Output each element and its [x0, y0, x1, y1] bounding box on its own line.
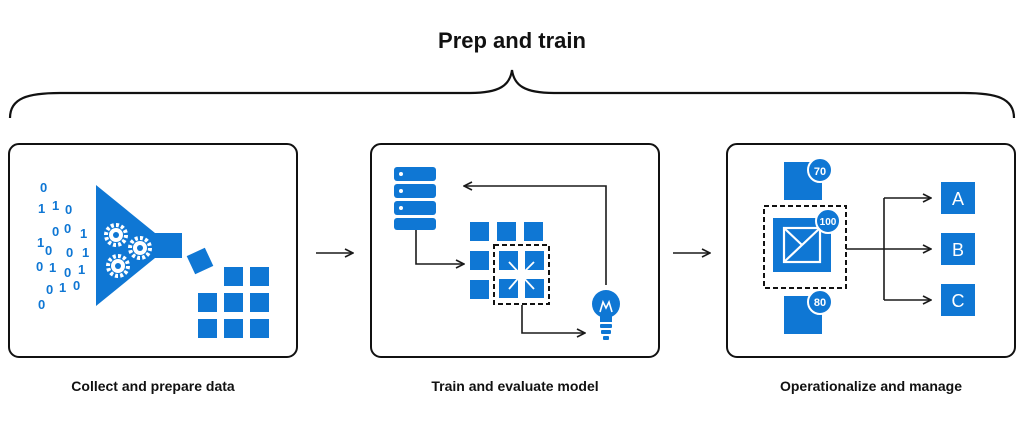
binary-digit: 1: [78, 262, 85, 277]
database-icon: [394, 167, 436, 230]
binary-digit: 1: [38, 201, 45, 216]
binary-digit: 1: [82, 245, 89, 260]
stage-label-collect: Collect and prepare data: [71, 378, 235, 394]
binary-digit: 0: [52, 224, 59, 239]
stage-box-collect: [8, 143, 298, 358]
stage-box-operationalize: [726, 143, 1016, 358]
model-version-bottom: 80: [784, 289, 833, 334]
binary-digit: 0: [65, 202, 72, 217]
output-label-b: B: [952, 240, 964, 260]
model-icon: [499, 251, 544, 298]
model-score-100: 100: [820, 217, 837, 228]
lightbulb-icon: [592, 290, 620, 340]
binary-digit: 0: [36, 259, 43, 274]
gear-icon: [104, 223, 152, 278]
binary-digit: 0: [38, 297, 45, 312]
page-title: Prep and train: [438, 28, 586, 53]
deployed-model-frame: [763, 205, 847, 289]
stage-box-train: [370, 143, 660, 358]
binary-digit: 1: [80, 226, 87, 241]
model-version-top: 70: [784, 157, 833, 200]
binary-digit: 1: [52, 198, 59, 213]
stage-label-train: Train and evaluate model: [431, 378, 599, 394]
binary-digit: 1: [59, 280, 66, 295]
binary-digit: 0: [64, 265, 71, 280]
data-tile-falling: [186, 247, 214, 275]
model-icon: 100: [773, 208, 841, 272]
model-score-70: 70: [814, 166, 826, 178]
model-selection-frame: [493, 244, 550, 305]
curly-brace: [8, 69, 1016, 119]
connector-feedback: [465, 186, 607, 285]
connector-grid-to-bulb: [521, 305, 584, 333]
binary-digit: 0: [66, 245, 73, 260]
binary-digit: 1: [49, 260, 56, 275]
output-box-b: [941, 233, 975, 265]
binary-digit: 0: [40, 180, 47, 195]
binary-digit: 0: [46, 282, 53, 297]
binary-digit: 0: [64, 221, 71, 236]
output-label-c: C: [952, 291, 965, 311]
fanout-arrows: [846, 198, 885, 300]
binary-digit: 1: [37, 235, 44, 250]
output-label-a: A: [952, 189, 964, 209]
connector-db-to-grid: [415, 230, 463, 264]
binary-digit: 0: [45, 243, 52, 258]
model-score-80: 80: [814, 297, 826, 309]
training-grid: [470, 222, 543, 299]
data-grid: [198, 267, 269, 338]
binary-digit: 0: [73, 278, 80, 293]
output-boxes: A B C: [941, 182, 975, 316]
stage-label-operationalize: Operationalize and manage: [779, 378, 963, 394]
output-box-c: [941, 284, 975, 316]
output-box-a: [941, 182, 975, 214]
